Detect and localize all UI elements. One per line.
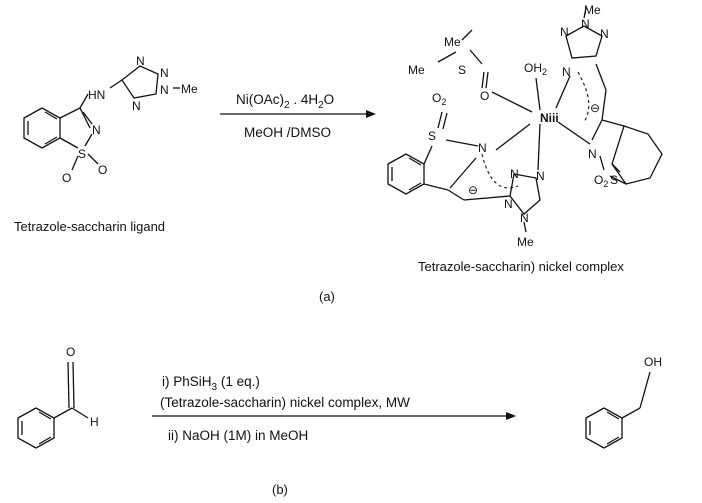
ligand-o-label-2: O [98,163,107,177]
upper-minus-sign: ⊖ [590,101,600,115]
panel-label-b: (b) [272,482,288,497]
dmso-s-label: S [458,63,466,77]
water-label: OH2 [524,61,547,77]
panel-label-a: (a) [319,289,335,304]
benzaldehyde-structure [17,361,89,449]
tetrazole-n1: N [136,54,145,68]
dmso-me-1: Me [408,63,425,77]
ligand-caption: Tetrazole-saccharin ligand [14,219,165,234]
tetrazole-n3: N [160,83,169,97]
tetrazole-n4: N [132,99,141,113]
complex-caption: Tetrazole-saccharin) nickel complex [418,259,624,274]
benzyl-alcohol-structure [585,371,651,449]
right-saccharin-n: N [588,147,597,161]
lower-methyl-label: Me [517,235,534,249]
reagent-line-2: MeOH /DMSO [244,125,331,140]
upper-tetrazole-n2: N [581,17,590,31]
tetrazole-n2: N [160,66,169,80]
ligand-methyl-label: Me [181,82,198,96]
lower-tetrazole-n1: N [510,167,519,181]
lower-minus-sign: ⊖ [468,183,478,197]
ligand-s-label: S [78,147,86,161]
reagent-line-1: Ni(OAc)2 . 4H2O [236,92,334,111]
left-so2-label: O2 [432,91,446,107]
upper-tetrazole-n4: N [562,65,571,79]
dmso-me-2: Me [444,35,461,49]
ligand-n-label: N [92,123,101,137]
condition-catalyst: (Tetrazole-saccharin) nickel complex, MW [160,395,410,410]
alcohol-oh-label: OH [644,355,662,369]
ligand-o-label-1: O [62,171,71,185]
upper-tetrazole-n1: N [560,25,569,39]
nh-label: HN [88,88,105,102]
left-saccharin-s: S [428,129,436,143]
condition-step-1: i) PhSiH3 (1 eq.) [162,374,260,393]
reaction-arrow-b [152,412,516,420]
lower-tetrazole-n2: N [536,169,545,183]
lower-tetrazole-n4: N [520,211,529,225]
dmso-o-label: O [480,89,489,103]
nickel-center-label: Niii [540,111,559,125]
condition-step-2: ii) NaOH (1M) in MeOH [168,428,308,443]
right-saccharin-s: S [610,173,618,187]
lower-tetrazole-n3: N [504,197,513,211]
left-saccharin-n: N [478,141,487,155]
aldehyde-h-label: H [90,415,99,429]
right-so2-label: O2 [594,173,608,189]
complex-structure [387,7,663,233]
upper-methyl-label: Me [584,3,601,17]
reaction-arrow-a [220,110,376,118]
aldehyde-o-label: O [66,345,75,359]
ligand-structure [23,65,180,171]
upper-tetrazole-n3: N [600,27,609,41]
